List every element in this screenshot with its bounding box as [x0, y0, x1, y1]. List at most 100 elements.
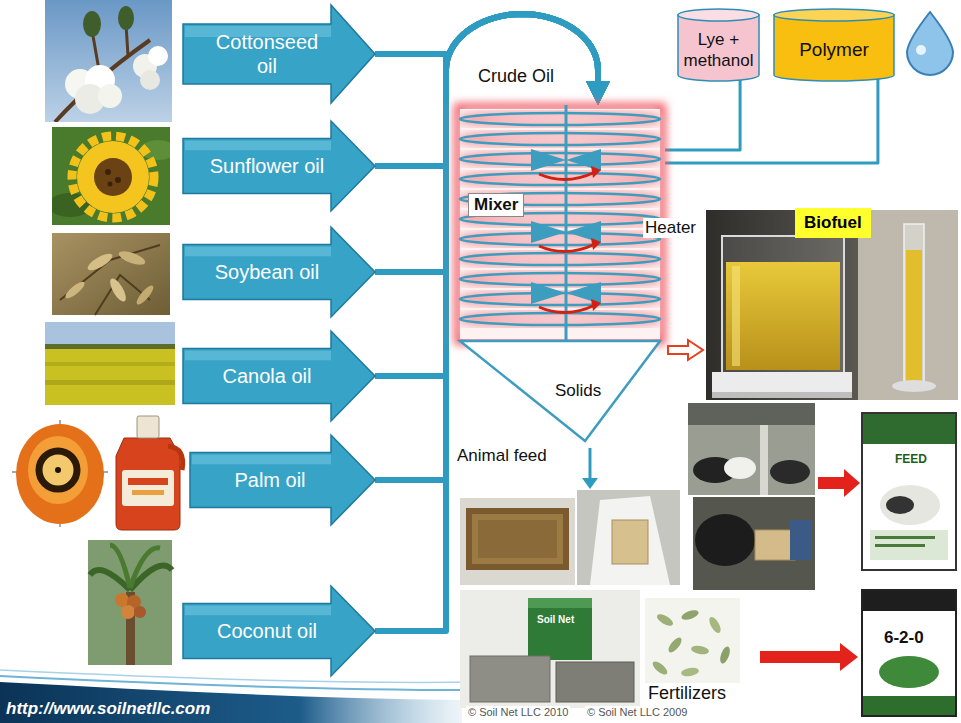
canola-photo [45, 344, 175, 349]
feeding-photo [755, 530, 795, 560]
product-tag: Biofuel [795, 208, 871, 238]
cotton-photo [98, 84, 122, 108]
fertilizer-bag [862, 590, 956, 716]
oil-label: Cottonseed oil [207, 30, 327, 78]
soybean-photo [117, 249, 147, 268]
footer-band [0, 670, 480, 682]
heater-coil [460, 253, 660, 265]
cylinder-top [678, 9, 759, 21]
feed-bag [862, 413, 956, 570]
coconut-photo [88, 540, 172, 665]
part-label: Heater [643, 218, 698, 238]
footer-band [0, 670, 480, 723]
output-arrow [668, 340, 703, 360]
feed-tray-photo [460, 498, 575, 585]
down-arrow [589, 448, 592, 480]
feed-bag [875, 544, 925, 547]
cylinder-top [774, 9, 894, 21]
product-label: Fertilizers [646, 683, 728, 705]
feed-tray-photo [460, 498, 575, 585]
output-arrow [668, 340, 703, 360]
feeding-photo [693, 497, 815, 590]
fertilizer-arrow [760, 643, 858, 671]
feed-block-photo [612, 520, 648, 564]
oil-source-arrow: Cottonseed oil [183, 4, 375, 104]
pellets-photo [680, 666, 699, 677]
feed-bag [863, 414, 955, 444]
oil-label: Palm oil [195, 468, 345, 492]
soil-net-box-photo [528, 598, 592, 608]
sunflower-photo [108, 182, 113, 187]
heater-coil [460, 173, 660, 185]
cattle-photo [688, 403, 815, 495]
feed-block-photo [577, 490, 680, 585]
connector [665, 80, 740, 150]
heater-coil-glow [460, 313, 660, 325]
soil-net-box-photo [460, 590, 640, 708]
arrow-shape [183, 331, 375, 421]
heater-coil-glow [460, 133, 660, 145]
soybean-photo [52, 233, 170, 315]
oil-bottle-photo [132, 490, 164, 495]
cotton-photo [140, 70, 160, 90]
arrow-highlight [185, 350, 331, 360]
mixer-blade [531, 282, 566, 304]
heater-coil-glow [460, 273, 660, 285]
oil-label: Sunflower oil [192, 154, 342, 178]
sunflower-photo [115, 177, 121, 183]
cotton-photo [148, 46, 168, 66]
feed-block-photo [577, 490, 680, 585]
swirl-head [591, 299, 601, 311]
cylinder-photo [858, 210, 958, 400]
palm-fruit-photo [55, 467, 61, 473]
cattle-photo [770, 460, 810, 484]
pellets-photo [655, 612, 675, 628]
heater-coil-glow [460, 173, 660, 185]
feed-bag [880, 485, 940, 525]
beaker-photo [712, 372, 852, 398]
beaker-photo [722, 236, 844, 374]
palm-fruit-photo [39, 451, 77, 489]
coconut-photo [130, 548, 160, 588]
reactor-vessel: MixerHeaterSolids [455, 105, 665, 445]
oil-source-arrow: Canola oil [183, 330, 375, 422]
fertilizer-bag [863, 696, 955, 715]
beaker-photo [712, 392, 852, 398]
pellets-photo [645, 598, 740, 683]
canola-photo [45, 322, 175, 347]
feeding-photo [693, 497, 815, 590]
cattle-photo [688, 403, 815, 425]
palm-fruit-photo [16, 424, 104, 524]
soybean-photo [134, 283, 156, 307]
swirl-head [591, 238, 601, 250]
feed-tray-photo [472, 514, 563, 564]
url-label: http://www.soilnetllc.com [6, 699, 210, 719]
oil-source-arrow-outline [183, 4, 375, 104]
mixer-blade [566, 221, 601, 243]
cylinder-body [774, 15, 894, 81]
connector [665, 79, 878, 163]
cattle-photo [688, 403, 815, 495]
oil-source-arrow: Coconut oil [183, 585, 375, 677]
cylinder-body [678, 15, 759, 81]
water-drop-icon [907, 12, 953, 75]
cotton-photo [45, 0, 172, 122]
water-drop-icon [907, 12, 953, 75]
oil-bottle-photo [168, 446, 183, 470]
vessel-cone [460, 341, 660, 441]
coconut-photo [110, 545, 130, 588]
pellets-photo [718, 645, 732, 665]
vessel-body [460, 109, 660, 339]
heater-coil-glow [460, 253, 660, 265]
pellets-photo [666, 636, 684, 655]
cattle-photo [760, 425, 768, 495]
feed-arrow [818, 469, 860, 497]
cotton-photo [55, 40, 150, 122]
water-drop-icon [916, 45, 926, 55]
oil-label: Canola oil [192, 364, 342, 388]
bag-text: 6-2-0 [882, 628, 926, 648]
pellets-photo [651, 659, 670, 677]
mixer-blade [531, 149, 566, 171]
arrow-highlight [185, 605, 331, 615]
cotton-photo [118, 6, 134, 30]
